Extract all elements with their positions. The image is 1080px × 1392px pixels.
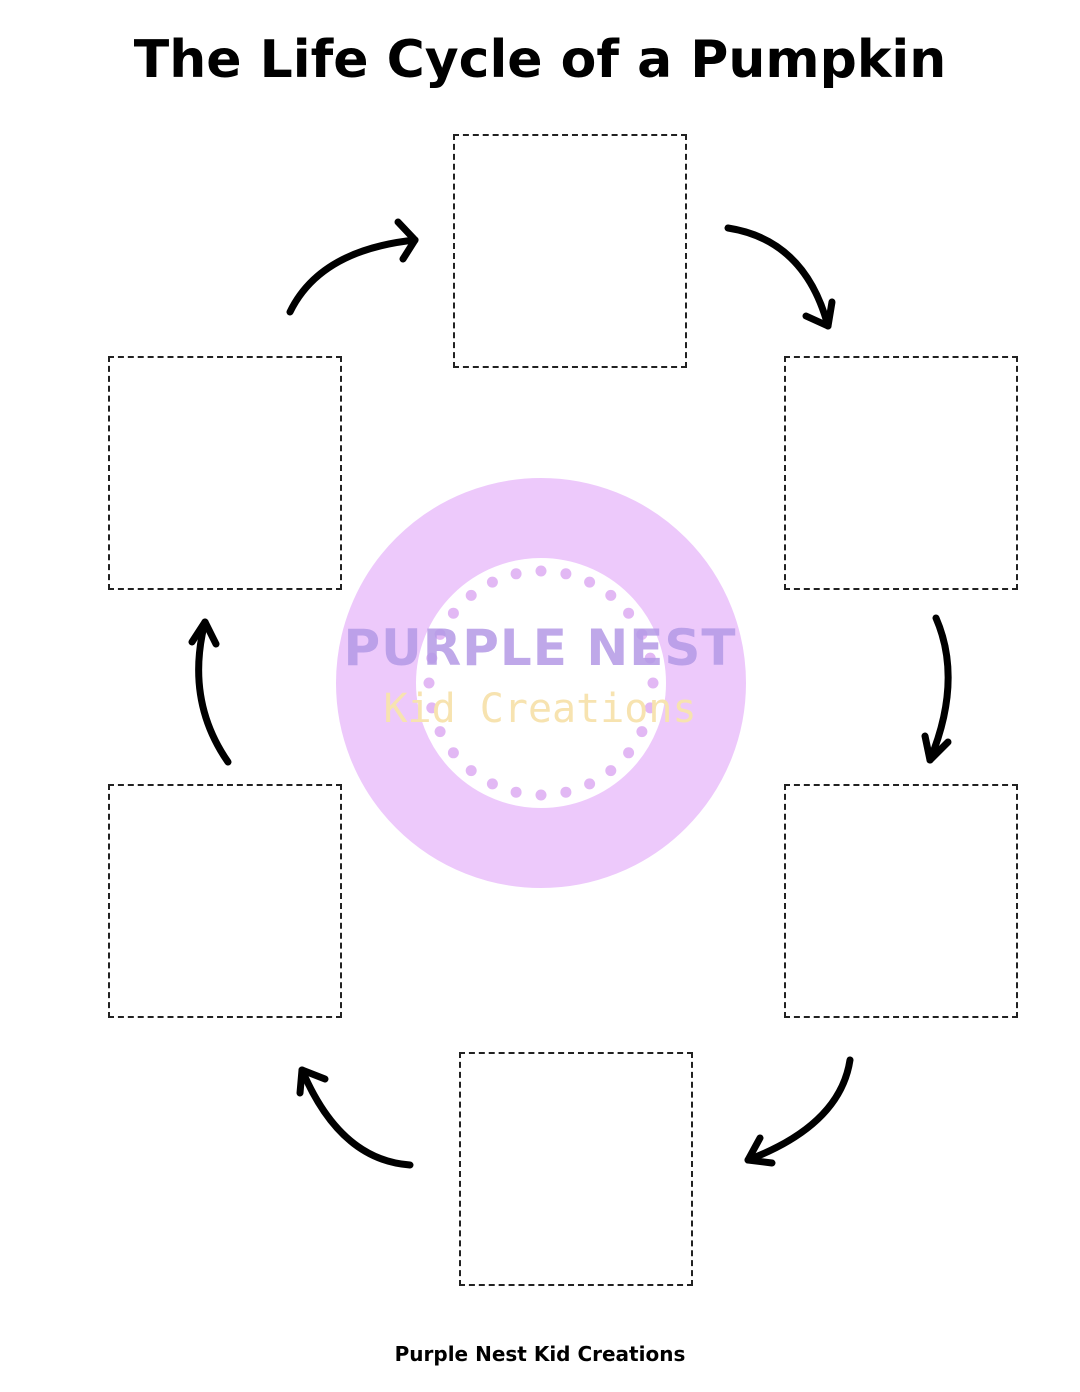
stage-box-right-bottom[interactable]: [784, 784, 1018, 1018]
logo-dot: [486, 576, 498, 588]
arrow-right-bottom-to-bottom-icon: [744, 1056, 854, 1167]
logo-dot: [636, 628, 648, 640]
logo-dot: [605, 589, 617, 601]
footer-credit: Purple Nest Kid Creations: [394, 1342, 686, 1366]
logo-tagline: Kid Creations: [383, 686, 697, 732]
logo-dot: [644, 702, 656, 714]
logo-name: PURPLE NEST: [343, 619, 737, 677]
logo-dot: [644, 652, 656, 664]
logo-dot: [584, 576, 596, 588]
logo-dot: [623, 607, 635, 619]
stage-box-right-top[interactable]: [784, 356, 1018, 590]
logo-dot: [486, 778, 498, 790]
stage-box-left-bottom[interactable]: [108, 784, 342, 1018]
stage-box-bottom[interactable]: [459, 1052, 693, 1286]
arrow-bottom-to-left-bottom-icon: [296, 1066, 414, 1169]
logo-dot: [623, 747, 635, 759]
logo-dot: [426, 702, 438, 714]
page-title: The Life Cycle of a Pumpkin: [133, 30, 947, 90]
stage-box-top[interactable]: [453, 134, 687, 368]
logo-dot: [434, 726, 446, 738]
arrow-top-to-right-top-icon: [724, 224, 836, 330]
logo-dot: [560, 568, 572, 580]
logo-dot: [465, 589, 477, 601]
logo-dot: [426, 652, 438, 664]
logo-dot: [510, 568, 522, 580]
logo-dot: [423, 677, 435, 689]
logo-dots-ring: [423, 565, 659, 801]
logo-dot: [560, 786, 572, 798]
logo-dot: [584, 778, 596, 790]
arrow-left-top-to-top-icon: [286, 218, 419, 316]
logo-dot: [636, 726, 648, 738]
logo-dot: [510, 786, 522, 798]
purple-nest-logo: [336, 478, 746, 888]
logo-dot: [447, 747, 459, 759]
logo-dot: [647, 677, 659, 689]
logo-dot: [605, 765, 617, 777]
logo-dot: [465, 765, 477, 777]
logo-dot: [447, 607, 459, 619]
stage-box-left-top[interactable]: [108, 356, 342, 590]
logo-dot: [535, 565, 547, 577]
logo-dot: [535, 789, 547, 801]
logo-dot: [434, 628, 446, 640]
